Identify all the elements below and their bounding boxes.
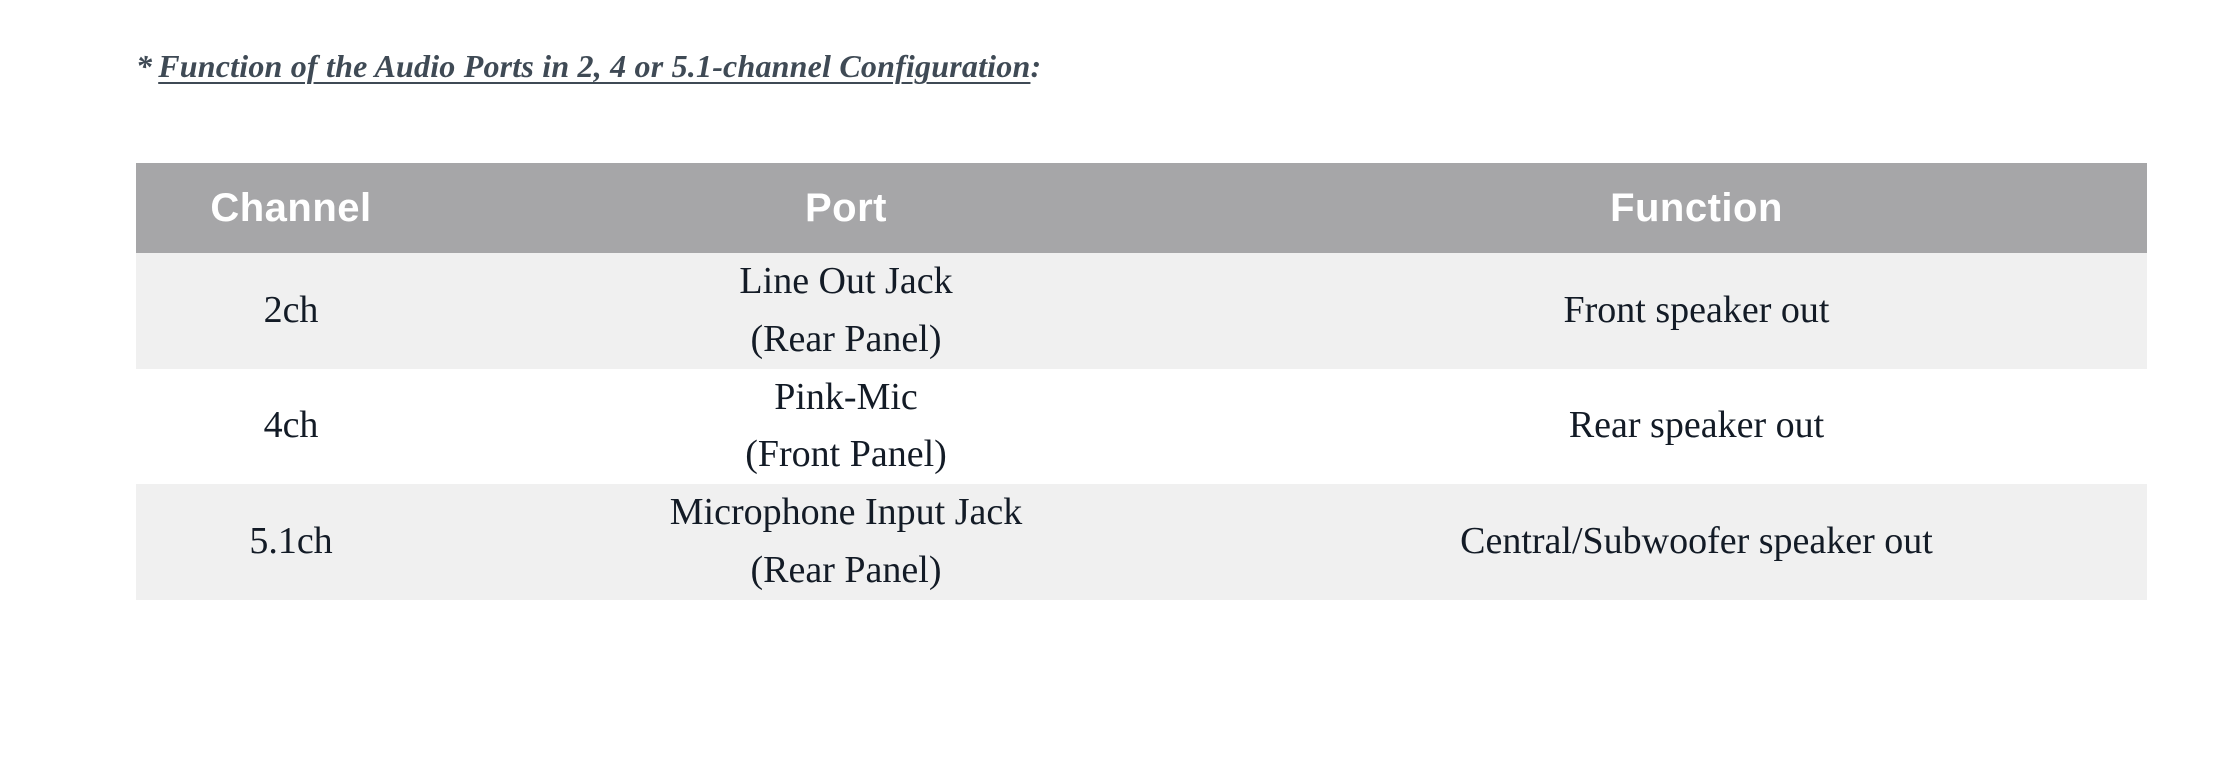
- column-header-channel: Channel: [136, 163, 446, 253]
- cell-port-panel: (Front Panel): [745, 433, 947, 476]
- cell-port-stack: Line Out Jack (Rear Panel): [446, 253, 1246, 369]
- cell-port-panel: (Rear Panel): [750, 548, 942, 591]
- table-header-row: Channel Port Function: [136, 163, 2147, 253]
- cell-channel: 4ch: [136, 368, 446, 484]
- column-header-port: Port: [446, 163, 1246, 253]
- cell-port: Pink-Mic (Front Panel): [446, 368, 1246, 485]
- cell-port-name: Microphone Input Jack: [669, 491, 1023, 533]
- caption-colon: :: [1030, 48, 1042, 84]
- cell-port-name: Pink-Mic: [774, 375, 918, 418]
- cell-function: Central/Subwoofer speaker out: [1246, 484, 2147, 600]
- table-row: 4ch Pink-Mic (Front Panel) Rear speaker …: [136, 368, 2147, 485]
- cell-port-name: Line Out Jack: [739, 260, 953, 302]
- cell-port: Microphone Input Jack (Rear Panel): [446, 484, 1246, 600]
- cell-port-panel: (Rear Panel): [750, 317, 942, 360]
- cell-function: Rear speaker out: [1246, 368, 2147, 484]
- table-header: Channel Port Function: [136, 163, 2147, 253]
- cell-channel: 2ch: [136, 253, 446, 369]
- caption-title-text: Function of the Audio Ports in 2, 4 or 5…: [158, 48, 1031, 84]
- cell-function: Front speaker out: [1246, 253, 2147, 369]
- cell-port-stack: Pink-Mic (Front Panel): [446, 369, 1246, 485]
- table-caption: *Function of the Audio Ports in 2, 4 or …: [136, 48, 1041, 85]
- audio-port-function-table: Channel Port Function 2ch Line Out Jack …: [136, 163, 2147, 600]
- cell-port-stack: Microphone Input Jack (Rear Panel): [446, 484, 1246, 600]
- table-body: 2ch Line Out Jack (Rear Panel) Front spe…: [136, 253, 2147, 600]
- table-row: 5.1ch Microphone Input Jack (Rear Panel)…: [136, 484, 2147, 600]
- cell-channel: 5.1ch: [136, 484, 446, 600]
- column-header-function: Function: [1246, 163, 2147, 253]
- table-row: 2ch Line Out Jack (Rear Panel) Front spe…: [136, 253, 2147, 369]
- cell-port: Line Out Jack (Rear Panel): [446, 253, 1246, 369]
- caption-asterisk-marker: *: [136, 48, 153, 84]
